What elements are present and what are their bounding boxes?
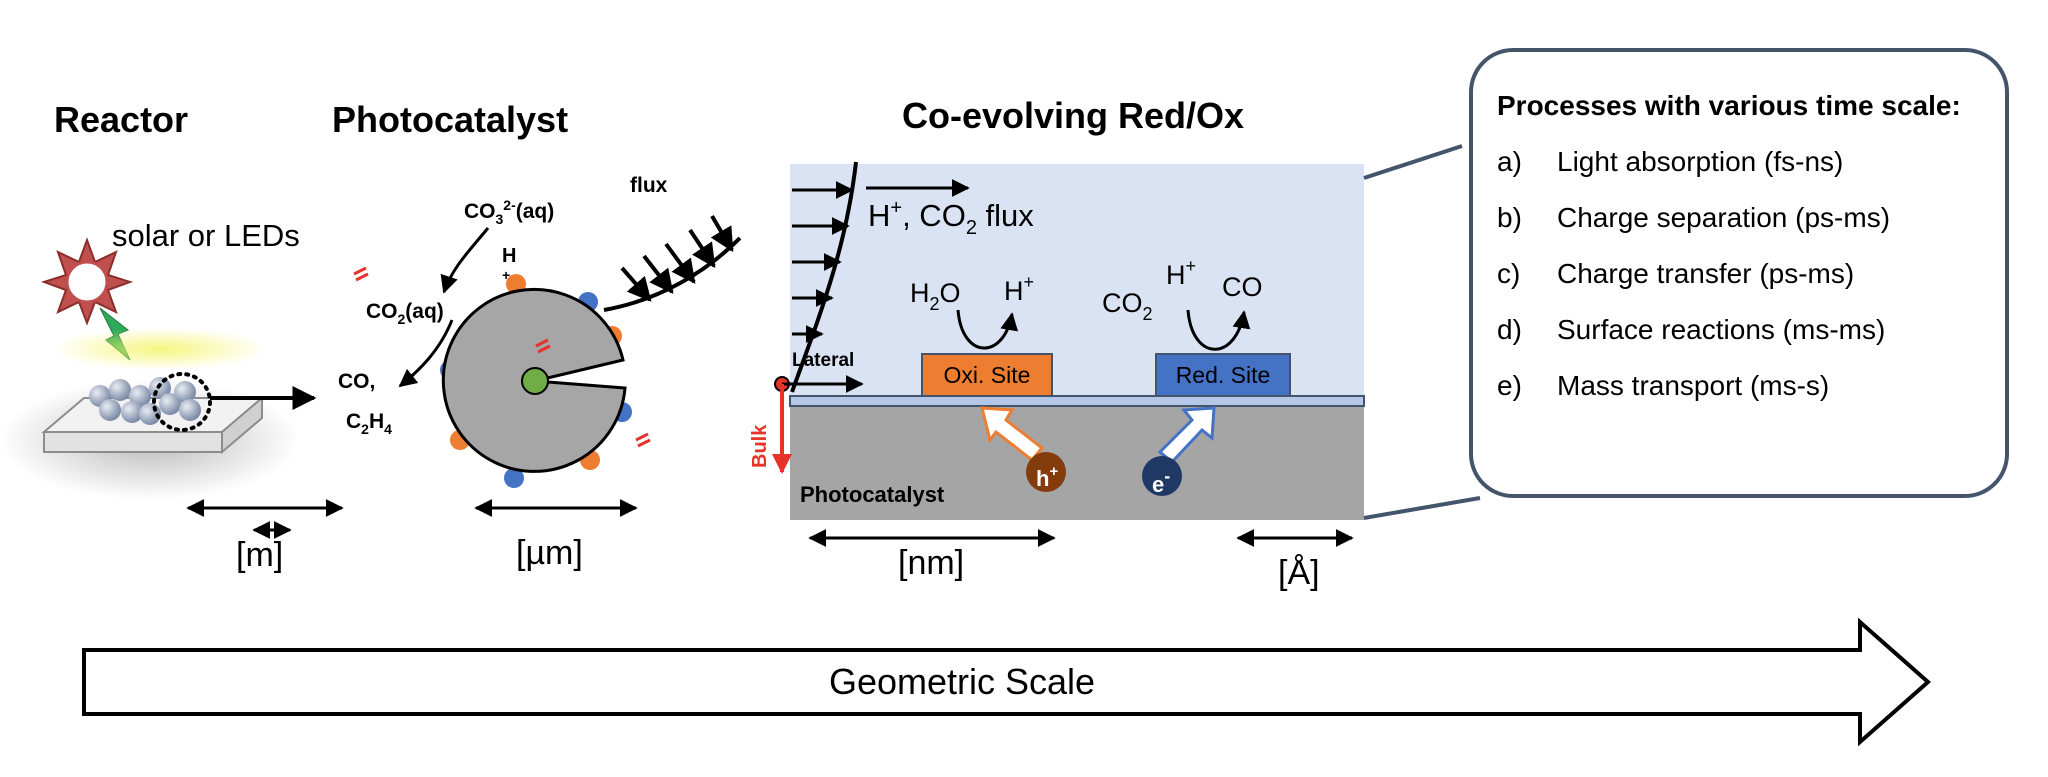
processes-box: Processes with various time scale: a) Lig… bbox=[1469, 48, 2009, 498]
bulk-label: Bulk bbox=[749, 424, 771, 468]
callout-line-bottom bbox=[1363, 496, 1481, 520]
zoom-circle bbox=[152, 372, 212, 432]
process-key: c) bbox=[1497, 258, 1521, 289]
co2-label: CO2 bbox=[1102, 288, 1153, 324]
process-text: Charge separation (ps-ms) bbox=[1557, 202, 1891, 233]
geometric-scale-label: Geometric Scale bbox=[829, 661, 1095, 702]
process-text: Light absorption (fs-ns) bbox=[1557, 146, 1844, 177]
hplus-ox-label: H+ bbox=[1004, 272, 1034, 306]
hole-particle bbox=[1026, 452, 1066, 492]
nm-scale-label: [nm] bbox=[898, 544, 964, 582]
process-item: e) Mass transport (ms-s) bbox=[1497, 358, 1975, 414]
callout-line-top bbox=[1363, 144, 1463, 180]
flux-text: H+, CO2 flux bbox=[868, 197, 1034, 239]
surface-layer bbox=[789, 395, 1365, 407]
processes-title: Processes with various time scale: bbox=[1497, 90, 1961, 121]
red-site-label: Red. Site bbox=[1176, 362, 1271, 388]
co3-to-co2-arrow bbox=[440, 227, 490, 294]
co-label: CO bbox=[1222, 272, 1263, 302]
electron-particle bbox=[1142, 456, 1182, 496]
co3-label: CO32-(aq) bbox=[464, 197, 554, 227]
process-key: d) bbox=[1497, 314, 1522, 345]
heading-photocatalyst: Photocatalyst bbox=[332, 99, 568, 140]
process-key: e) bbox=[1497, 370, 1522, 401]
sun-icon bbox=[40, 237, 134, 326]
catalyst-core bbox=[521, 367, 549, 395]
co2-to-products-arrow bbox=[398, 319, 454, 388]
light-source-label: solar or LEDs bbox=[112, 218, 300, 253]
h2o-label: H2O bbox=[910, 278, 961, 314]
photocatalyst-scale-label: [µm] bbox=[516, 534, 583, 572]
hole-label: h+ bbox=[1036, 463, 1058, 491]
oxi-site bbox=[921, 353, 1053, 397]
reactor-panel: solar or LEDs [m] bbox=[0, 218, 344, 574]
reactor-scale-label: [m] bbox=[236, 536, 283, 574]
tick-marks bbox=[353, 266, 651, 448]
reduction-arrow bbox=[1186, 309, 1251, 351]
process-key: a) bbox=[1497, 146, 1522, 177]
heading-coevolving-redox: Co-evolving Red/Ox bbox=[902, 95, 1244, 136]
electron-label: e- bbox=[1152, 466, 1170, 497]
h-plus-label: H+ bbox=[502, 245, 516, 283]
process-item: a) Light absorption (fs-ns) bbox=[1497, 134, 1975, 190]
process-text: Surface reactions (ms-ms) bbox=[1557, 314, 1886, 345]
process-item: c) Charge transfer (ps-ms) bbox=[1497, 246, 1975, 302]
angstrom-scale-label: [Å] bbox=[1278, 554, 1320, 592]
photocatalyst-panel: CO32-(aq) H+ CO2(aq) CO, C2H4 flux [µm] bbox=[338, 174, 742, 572]
heading-reactor: Reactor bbox=[54, 99, 188, 140]
flux-arrows bbox=[620, 214, 734, 302]
products-label: CO, bbox=[338, 370, 375, 393]
red-site bbox=[1155, 353, 1291, 397]
solid-region bbox=[790, 404, 1364, 520]
oxi-site-label: Oxi. Site bbox=[944, 362, 1031, 388]
photocatalyst-region-label: Photocatalyst bbox=[800, 482, 945, 507]
flux-label: flux bbox=[630, 174, 668, 197]
process-item: b) Charge separation (ps-ms) bbox=[1497, 190, 1975, 246]
hplus-red-label: H+ bbox=[1166, 256, 1196, 290]
co2aq-label: CO2(aq) bbox=[366, 300, 444, 327]
process-item: d) Surface reactions (ms-ms) bbox=[1497, 302, 1975, 358]
geometric-scale-arrow bbox=[82, 617, 1932, 747]
oxidation-arrow bbox=[956, 309, 1019, 350]
light-glow bbox=[52, 328, 268, 370]
process-text: Charge transfer (ps-ms) bbox=[1557, 258, 1855, 289]
lateral-label: Lateral bbox=[792, 350, 854, 371]
hole-arrow bbox=[980, 406, 1045, 463]
process-key: b) bbox=[1497, 202, 1522, 233]
products-label-2: C2H4 bbox=[346, 410, 392, 437]
velocity-arrows bbox=[792, 179, 970, 343]
process-text: Mass transport (ms-s) bbox=[1557, 370, 1830, 401]
redox-panel: H+, CO2 flux Oxi. Site H2O H+ Red. Site … bbox=[749, 161, 1365, 592]
